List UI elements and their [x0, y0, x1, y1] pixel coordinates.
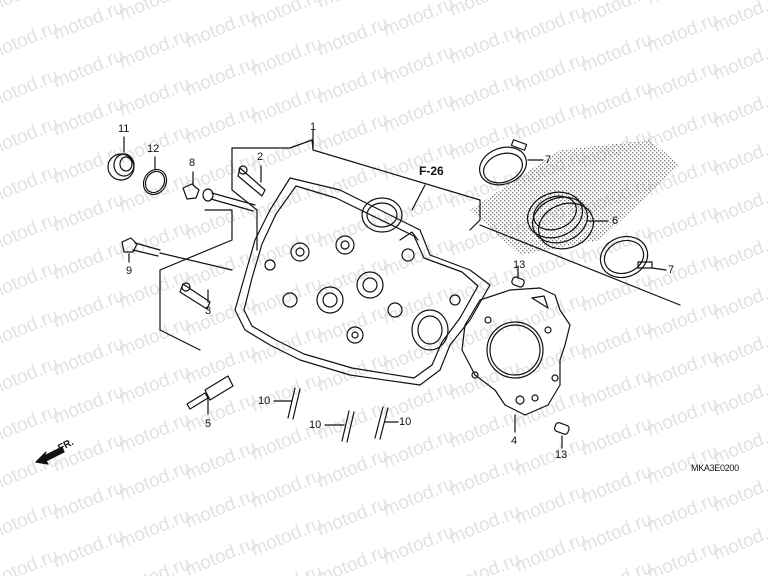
callout-13-upper: 13: [513, 259, 526, 271]
dowel-pin-upper-part: [511, 265, 525, 288]
cylinder-head-part: [234, 177, 491, 386]
bolt-part: [121, 237, 233, 271]
callout-7-top: 7: [545, 154, 552, 166]
callout-9: 9: [126, 265, 133, 277]
reference-label-f26: F-26: [419, 164, 444, 178]
spark-plug-part: [186, 375, 234, 415]
callout-5: 5: [205, 418, 212, 430]
front-direction-arrow: [35, 446, 65, 465]
callout-4: 4: [511, 435, 518, 447]
callout-10-a: 10: [258, 395, 271, 407]
dowel-pin-lower-part: [553, 422, 570, 449]
callout-10-b: 10: [309, 419, 322, 431]
callout-1: 1: [310, 121, 317, 133]
flange-bolt-part: [182, 171, 256, 212]
hose-clamp-bottom-part: [599, 235, 667, 279]
stud-bolt-c-part: [374, 406, 399, 440]
cap-part: [107, 136, 135, 181]
callout-8: 8: [189, 157, 196, 169]
insulator-part: [527, 191, 609, 250]
callout-2: 2: [257, 151, 264, 163]
callout-11: 11: [118, 123, 130, 135]
callout-12: 12: [147, 143, 160, 155]
dowel-guide-upper-part: [237, 165, 266, 197]
o-ring-part: [142, 156, 168, 196]
diagram-code: MKA3E0200: [691, 463, 739, 473]
callout-7-bottom: 7: [668, 264, 675, 276]
stud-bolt-a-part: [273, 387, 301, 420]
dowel-guide-lower-part: [179, 282, 211, 310]
callout-3: 3: [205, 305, 212, 317]
head-gasket-part: [461, 287, 571, 433]
bracket-left: [159, 147, 258, 291]
hose-clamp-top-part: [479, 139, 544, 186]
stud-bolt-b-part: [324, 410, 355, 443]
bracket-head: [231, 139, 681, 306]
callout-10-c: 10: [399, 416, 412, 428]
callout-13-lower: 13: [555, 449, 568, 461]
callout-6: 6: [612, 215, 619, 227]
